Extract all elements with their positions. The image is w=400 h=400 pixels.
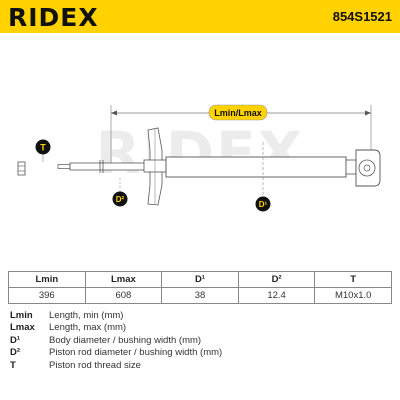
thread-marker: T — [35, 139, 51, 162]
legend-key: Lmax — [10, 322, 35, 334]
legend-item: T Piston rod thread size — [10, 360, 222, 372]
eye-mount — [345, 149, 381, 187]
specs-header-t: T — [314, 271, 392, 288]
brand-logo: RIDEX — [8, 3, 99, 32]
specs-value-t: M10x1.0 — [314, 287, 392, 304]
specs-header-lmin: Lmin — [8, 271, 86, 288]
length-label: Lmin/Lmax — [208, 104, 268, 121]
specs-value-lmin: 396 — [8, 287, 86, 304]
length-label-text: Lmin/Lmax — [214, 108, 262, 118]
legend-key: T — [10, 359, 16, 371]
rod-diameter-marker: D² — [112, 178, 128, 207]
shock-absorber-drawing: RIDEX Lmin/Lmax T D² — [17, 104, 381, 212]
specs-value-row: 396 608 38 12.4 M10x1.0 — [8, 287, 392, 304]
legend-item: D² Piston rod diameter / bushing width (… — [10, 347, 222, 359]
damper-body — [165, 142, 347, 195]
legend-desc: Piston rod thread size — [49, 359, 141, 371]
legend-desc: Length, max (mm) — [49, 322, 127, 334]
legend-key: Lmin — [10, 310, 33, 321]
legend: Lmin Length, min (mm) Lmax Length, max (… — [10, 310, 222, 372]
thread-badge — [35, 139, 51, 155]
specs-header-row: Lmin Lmax D¹ D² T — [8, 271, 392, 288]
specs-value-d2: 12.4 — [237, 287, 316, 304]
legend-item: D¹ Body diameter / bushing width (mm) — [10, 335, 222, 347]
specs-value-d1: 38 — [161, 287, 239, 304]
brand-header: RIDEX 854S1521 — [0, 0, 400, 33]
rod-nut — [17, 161, 26, 176]
legend-key: D¹ — [10, 334, 21, 346]
body-diameter-badge-text: D¹ — [259, 200, 268, 209]
rod-diameter-badge — [112, 191, 128, 207]
legend-item: Lmin Length, min (mm) — [10, 310, 222, 322]
legend-item: Lmax Length, max (mm) — [10, 322, 222, 334]
mounting-bracket — [143, 127, 167, 206]
legend-desc: Length, min (mm) — [49, 310, 124, 321]
legend-desc: Piston rod diameter / bushing width (mm) — [49, 347, 223, 359]
specs-header-d1: D¹ — [161, 271, 239, 288]
legend-desc: Body diameter / bushing width (mm) — [49, 334, 202, 346]
specs-header-d2: D² — [237, 271, 316, 288]
thread-badge-text: T — [40, 143, 46, 153]
body-diameter-badge — [255, 196, 271, 212]
legend-key: D² — [10, 347, 21, 359]
specs-table: Lmin Lmax D¹ D² T 396 608 38 12.4 M10x1.… — [8, 271, 392, 304]
body-diameter-marker: D¹ — [255, 196, 271, 212]
part-number: 854S1521 — [332, 9, 392, 24]
specs-value-lmax: 608 — [84, 287, 163, 304]
specs-header-lmax: Lmax — [84, 271, 163, 288]
rod-diameter-badge-text: D² — [116, 195, 125, 204]
